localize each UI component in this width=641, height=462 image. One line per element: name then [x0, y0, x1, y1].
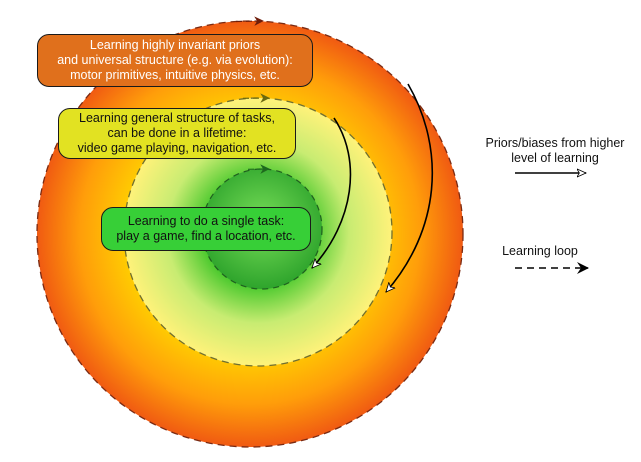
- legend-priors-line-2: level of learning: [470, 151, 640, 166]
- inner-label-line-1: Learning to do a single task:: [128, 214, 284, 229]
- inner-level-label: Learning to do a single task: play a gam…: [101, 207, 311, 251]
- legend-priors-label: Priors/biases from higher level of learn…: [470, 136, 640, 166]
- inner-label-line-2: play a game, find a location, etc.: [116, 229, 295, 244]
- middle-label-line-2: can be done in a lifetime:: [108, 126, 247, 141]
- outer-label-line-3: motor primitives, intuitive physics, etc…: [70, 68, 280, 83]
- middle-label-line-1: Learning general structure of tasks,: [79, 111, 275, 126]
- outer-label-line-2: and universal structure (e.g. via evolut…: [57, 53, 293, 68]
- legend-priors-line-1: Priors/biases from higher: [470, 136, 640, 151]
- legend-loop-label: Learning loop: [480, 244, 600, 259]
- outer-label-line-1: Learning highly invariant priors: [90, 38, 260, 53]
- middle-label-line-3: video game playing, navigation, etc.: [78, 141, 277, 156]
- outer-level-label: Learning highly invariant priors and uni…: [37, 34, 313, 87]
- middle-level-label: Learning general structure of tasks, can…: [58, 108, 296, 159]
- outer-loop-arrow: [236, 21, 260, 22]
